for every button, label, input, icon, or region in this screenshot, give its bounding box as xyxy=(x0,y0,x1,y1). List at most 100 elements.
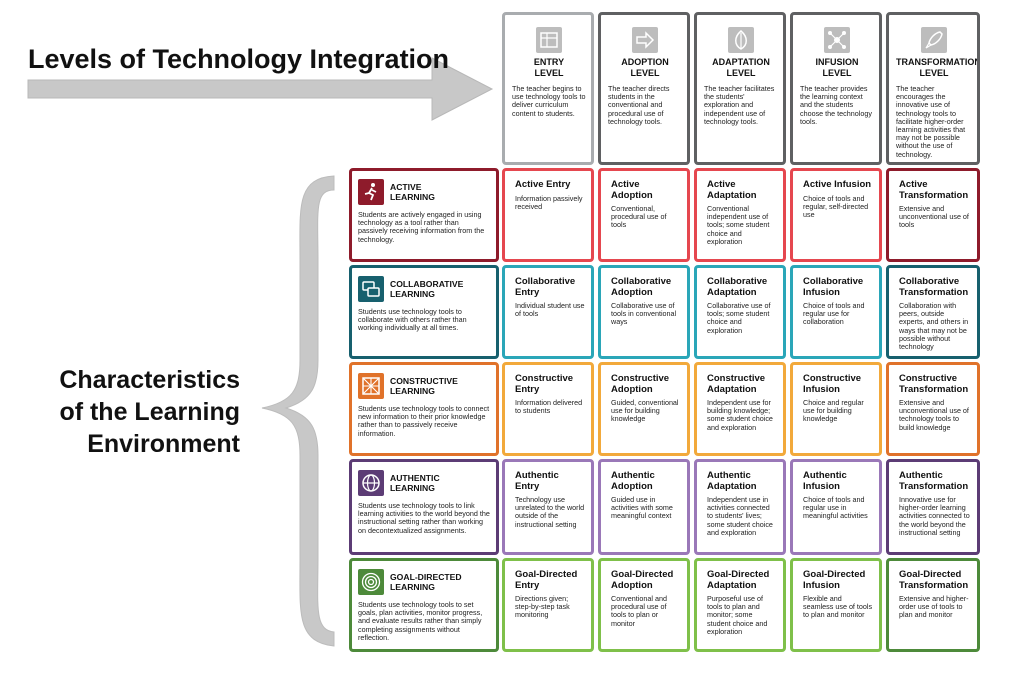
cell-description: Independent use for building knowledge; … xyxy=(707,398,773,432)
cell-title: Constructive Adoption xyxy=(611,373,670,395)
cell-title: Authentic Entry xyxy=(515,470,559,492)
level-name-line: TRANSFORMATION xyxy=(896,57,980,67)
level-name-line: LEVEL xyxy=(630,68,660,78)
cell-title: Active Infusion xyxy=(803,179,872,190)
level-name-line: INFUSION xyxy=(815,57,859,67)
characteristic-name-line: CONSTRUCTIVE xyxy=(390,376,458,386)
cell-description: Conventional, procedural use of tools xyxy=(611,204,667,230)
cell-title: Active Transformation xyxy=(899,179,969,201)
globe-icon xyxy=(358,470,384,496)
chat-bubbles-icon xyxy=(358,276,384,302)
cell-title: Constructive Adaptation xyxy=(707,373,766,395)
characteristics-title: Characteristics of the Learning Environm… xyxy=(20,364,240,460)
cell-description: Flexible and seamless use of tools to pl… xyxy=(803,594,873,620)
level-name-line: LEVEL xyxy=(534,68,564,78)
cell-title: Collaborative Adaptation xyxy=(707,276,768,298)
cell-description: Information delivered to students xyxy=(515,398,583,416)
target-icon xyxy=(358,569,384,595)
cell-description: Collaborative use of tools in convention… xyxy=(611,301,677,327)
cell-description: Purposeful use of tools to plan and moni… xyxy=(707,594,768,636)
characteristics-title-line: Characteristics xyxy=(59,366,240,394)
cell-description: Innovative use for higher-order learning… xyxy=(899,495,970,537)
characteristic-description: Students use technology tools to link le… xyxy=(358,501,490,535)
cell-description: Extensive and higher-order use of tools … xyxy=(899,594,969,620)
characteristic-description: Students use technology tools to connect… xyxy=(358,404,490,438)
characteristic-description: Students use technology tools to set goa… xyxy=(358,600,483,642)
level-description: The teacher encourages the innovative us… xyxy=(896,84,966,159)
cell-title: Authentic Transformation xyxy=(899,470,969,492)
cell-title: Active Entry xyxy=(515,179,571,190)
cell-description: Independent use in activities connected … xyxy=(707,495,773,537)
characteristic-name-line: LEARNING xyxy=(390,582,435,592)
cell-description: Choice of tools and regular, self-direct… xyxy=(803,193,869,219)
cell-description: Directions given; step-by-step task moni… xyxy=(515,594,570,620)
curly-brace-shape xyxy=(261,175,335,647)
level-description: The teacher directs students in the conv… xyxy=(608,84,670,126)
arrow-right-icon xyxy=(632,27,658,53)
characteristic-name-line: LEARNING xyxy=(390,483,435,493)
cell-description: Individual student use of tools xyxy=(515,301,585,319)
cell-title: Constructive Infusion xyxy=(803,373,862,395)
cell-description: Extensive and unconventional use of tool… xyxy=(899,204,969,230)
scaffold-icon xyxy=(358,373,384,399)
cell-title: Active Adaptation xyxy=(707,179,757,201)
cell-title: Goal-Directed Adaptation xyxy=(707,569,770,591)
level-description: The teacher begins to use technology too… xyxy=(512,84,586,118)
cell-description: Information passively received xyxy=(515,193,583,211)
rocket-icon xyxy=(921,27,947,53)
cell-title: Constructive Transformation xyxy=(899,373,969,395)
cell-title: Goal-Directed Adoption xyxy=(611,569,674,591)
cell-description: Conventional and procedural use of tools… xyxy=(611,594,667,628)
cell-title: Collaborative Transformation xyxy=(899,276,969,298)
characteristics-title-line: Environment xyxy=(87,430,240,458)
level-description: The teacher provides the learning contex… xyxy=(800,84,872,126)
characteristic-name-line: COLLABORATIVE xyxy=(390,279,464,289)
characteristic-name-line: GOAL-DIRECTED xyxy=(390,572,462,582)
cell-description: Choice of tools and regular use for coll… xyxy=(803,301,865,327)
running-person-icon xyxy=(358,179,384,205)
characteristic-name-line: LEARNING xyxy=(390,289,435,299)
network-icon xyxy=(824,27,850,53)
characteristic-name-line: LEARNING xyxy=(390,192,435,202)
level-name-line: ADOPTION xyxy=(621,57,669,67)
cell-description: Conventional independent use of tools; s… xyxy=(707,204,770,246)
cell-title: Goal-Directed Infusion xyxy=(803,569,866,591)
cell-title: Collaborative Adoption xyxy=(611,276,672,298)
cell-description: Guided, conventional use for building kn… xyxy=(611,398,679,424)
cell-title: Authentic Infusion xyxy=(803,470,847,492)
cell-title: Authentic Adaptation xyxy=(707,470,757,492)
cell-description: Technology use unrelated to the world ou… xyxy=(515,495,585,529)
characteristic-description: Students are actively engaged in using t… xyxy=(358,210,485,244)
level-description: The teacher facilitates the students' ex… xyxy=(704,84,775,126)
level-name-line: LEVEL xyxy=(822,68,852,78)
